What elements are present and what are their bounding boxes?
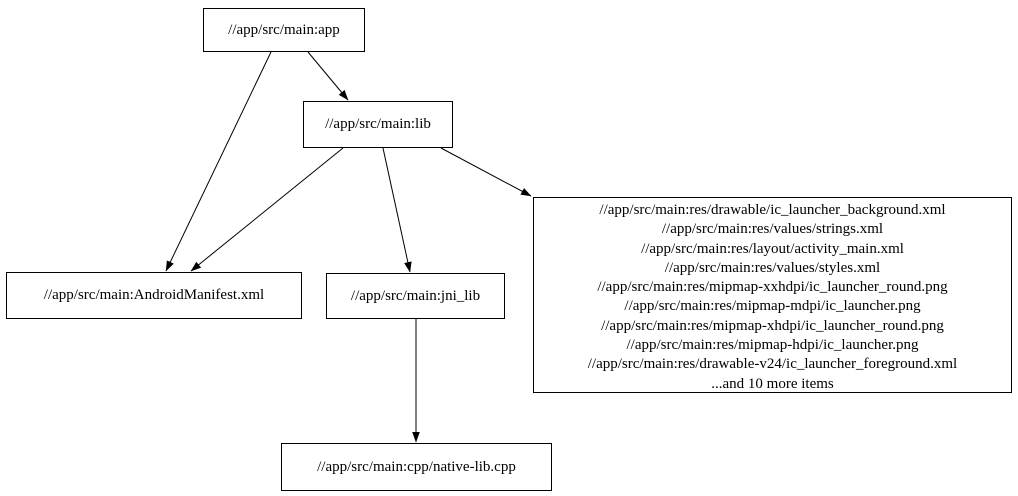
- resource-item: //app/src/main:res/mipmap-hdpi/ic_launch…: [626, 337, 919, 354]
- resource-item: //app/src/main:res/values/styles.xml: [664, 259, 881, 276]
- node-android-manifest: //app/src/main:AndroidManifest.xml: [6, 272, 302, 319]
- resource-item: //app/src/main:res/values/strings.xml: [661, 221, 884, 238]
- edge-lib-to-resources: [440, 147, 532, 197]
- resource-item: //app/src/main:res/drawable-v24/ic_launc…: [587, 356, 958, 373]
- edge-app-to-manifest: [165, 51, 272, 272]
- edge-lib-to-manifest: [190, 147, 344, 272]
- node-app-label: //app/src/main:app: [228, 21, 340, 38]
- resource-more-items: ...and 10 more items: [711, 375, 834, 392]
- node-native-lib-cpp: //app/src/main:cpp/native-lib.cpp: [281, 443, 552, 491]
- edge-lib-to-jni-lib: [382, 147, 412, 273]
- node-jni-lib-label: //app/src/main:jni_lib: [350, 287, 481, 304]
- resource-item: //app/src/main:res/mipmap-xhdpi/ic_launc…: [601, 317, 944, 334]
- resource-item: //app/src/main:res/mipmap-xxhdpi/ic_laun…: [597, 279, 948, 296]
- node-lib: //app/src/main:lib: [303, 101, 453, 148]
- resource-item: //app/src/main:res/layout/activity_main.…: [641, 240, 904, 257]
- node-lib-label: //app/src/main:lib: [325, 116, 431, 132]
- node-native-lib-cpp-label: //app/src/main:cpp/native-lib.cpp: [317, 458, 516, 475]
- resource-item: //app/src/main:res/mipmap-mdpi/ic_launch…: [624, 298, 921, 315]
- node-app: //app/src/main:app: [203, 8, 365, 52]
- resource-item: //app/src/main:res/drawable/ic_launcher_…: [599, 202, 946, 218]
- node-jni-lib: //app/src/main:jni_lib: [326, 273, 505, 319]
- node-android-manifest-label: //app/src/main:AndroidManifest.xml: [43, 287, 265, 303]
- edge-app-to-lib: [307, 51, 349, 101]
- node-resources: //app/src/main:res/drawable/ic_launcher_…: [533, 197, 1012, 393]
